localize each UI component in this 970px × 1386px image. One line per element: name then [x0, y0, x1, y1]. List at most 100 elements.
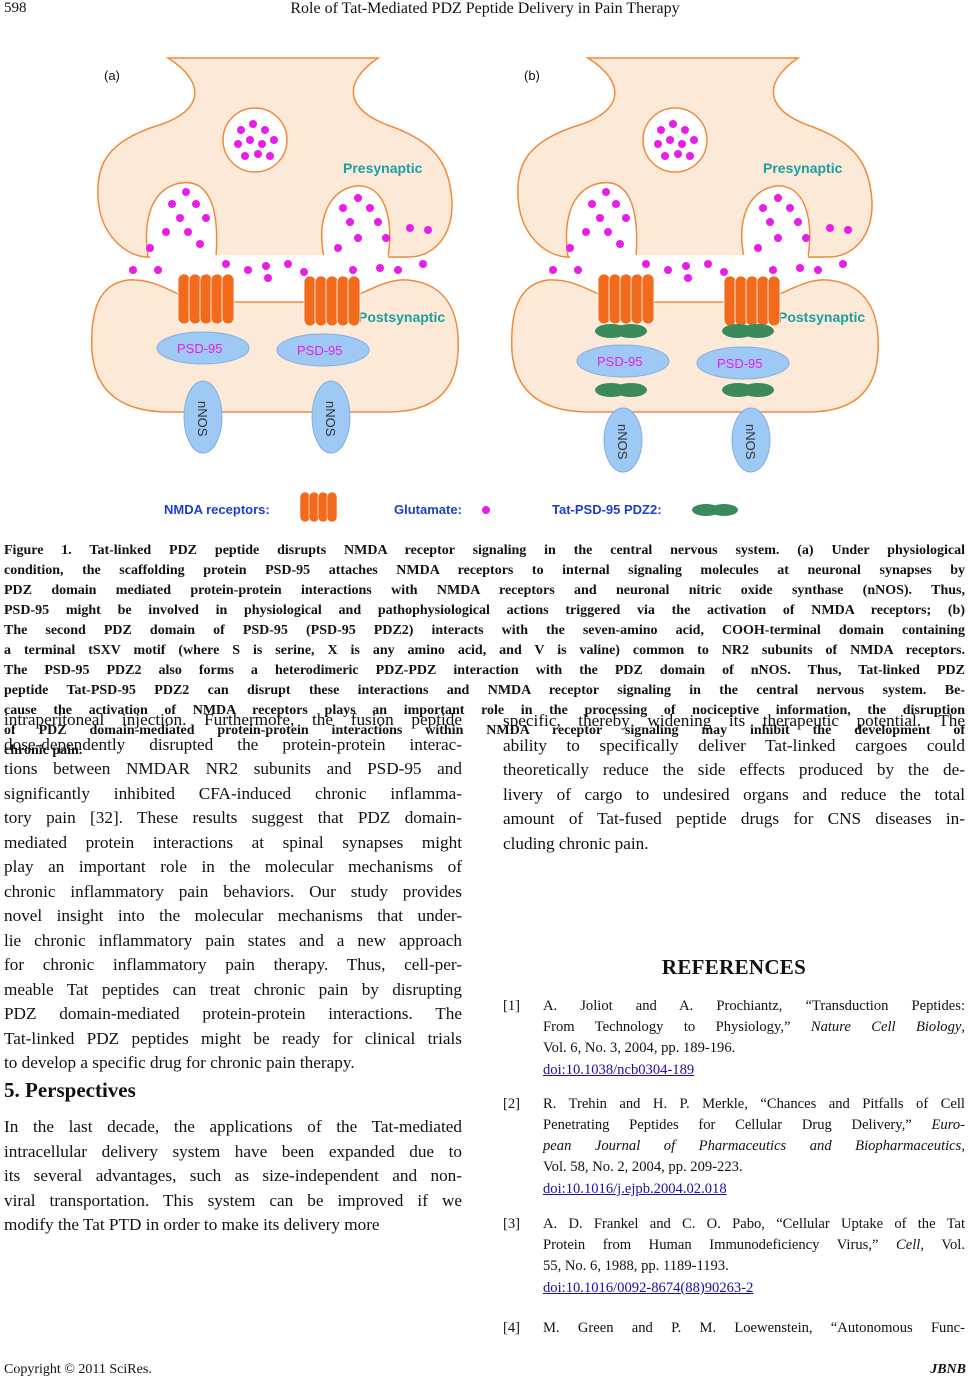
reference-line: A. Joliot and A. Prochiantz, “Transducti…: [543, 998, 965, 1014]
glutamate-dot: [826, 224, 834, 232]
caption-line: a terminal tSXV motif (where S is serine…: [4, 643, 965, 658]
glutamate-dot: [720, 268, 728, 276]
synaptic-bouton: [741, 185, 811, 258]
nmda-receptor: [177, 273, 235, 325]
glutamate-dot: [382, 234, 390, 242]
doi-link[interactable]: doi:10.1016/0092-8674(88)90263-2: [543, 1280, 754, 1296]
glutamate-dot: [769, 266, 777, 274]
glutamate-dot: [146, 244, 154, 252]
reference-body: A. D. Frankel and C. O. Pabo, “Cellular …: [543, 1214, 965, 1299]
running-title: Role of Tat-Mediated PDZ Peptide Deliver…: [290, 0, 680, 17]
glutamate-dot: [678, 140, 686, 148]
glutamate-dot: [682, 262, 690, 270]
reference-line: Penetrating Peptides for Cellular Drug D…: [543, 1117, 965, 1133]
glutamate-dot: [244, 266, 252, 274]
glutamate-dot: [261, 126, 269, 134]
postsynaptic-label: Postsynaptic: [778, 309, 865, 325]
glutamate-dot: [549, 266, 557, 274]
glutamate-dot: [419, 260, 427, 268]
glutamate-dot: [657, 126, 665, 134]
glutamate-dot: [681, 126, 689, 134]
synaptic-bouton: [321, 185, 391, 258]
text-line: for chronic inflammatory pain therapy. T…: [4, 955, 462, 974]
legend-nmda-swatch: [299, 491, 338, 523]
glutamate-dot: [754, 244, 762, 252]
caption-line: of PDZ domain-mediated protein-protein i…: [4, 723, 965, 738]
glutamate-dot: [582, 228, 590, 236]
glutamate-dot: [774, 234, 782, 242]
journal-abbrev: JBNB: [930, 1362, 966, 1377]
glutamate-dot: [258, 140, 266, 148]
reference-body: A. Joliot and A. Prochiantz, “Transducti…: [543, 996, 965, 1081]
glutamate-dot: [766, 218, 774, 226]
glutamate-dot: [154, 266, 162, 274]
text-line: cluding chronic pain.: [503, 833, 649, 853]
caption-line: PDZ domain mediated protein-protein inte…: [4, 583, 965, 598]
psd95-label: PSD-95: [717, 356, 763, 371]
legend-tat-swatch: [692, 504, 738, 516]
glutamate-dot: [664, 266, 672, 274]
glutamate-dot: [814, 266, 822, 274]
reference-item: [4]M. Green and P. M. Loewenstein, “Auto…: [503, 1318, 965, 1339]
section-heading: 5. Perspectives: [4, 1078, 136, 1102]
glutamate-dot: [346, 218, 354, 226]
text-line: to develop a specific drug for chronic p…: [4, 1053, 355, 1072]
caption-line: condition, the scaffolding protein PSD-9…: [4, 563, 965, 578]
glutamate-dot: [222, 260, 230, 268]
glutamate-dot: [802, 234, 810, 242]
text-line: viral transportation. This system can be…: [4, 1190, 462, 1210]
text-line: Tat-linked PDZ peptides might be ready f…: [4, 1028, 462, 1048]
glutamate-dot: [234, 140, 242, 148]
text-line: livery of cargo to undesired organs and …: [503, 784, 965, 804]
tat-psd95-pdz2: [722, 324, 774, 338]
glutamate-dot: [566, 244, 574, 252]
nmda-receptor: [303, 275, 361, 327]
doi-link[interactable]: doi:10.1038/ncb0304-189: [543, 1062, 695, 1078]
caption-line: The PSD-95 PDZ2 also forms a heterodimer…: [4, 663, 965, 678]
glutamate-dot: [176, 214, 184, 222]
references-heading: REFERENCES: [661, 955, 807, 979]
caption-line: PSD-95 might be involved in physiologica…: [4, 603, 965, 618]
glutamate-dot: [654, 140, 662, 148]
reference-item: [3]A. D. Frankel and C. O. Pabo, “Cellul…: [503, 1214, 965, 1299]
glutamate-dot: [196, 240, 204, 248]
psd95-protein: PSD-95: [696, 346, 790, 380]
doi-link[interactable]: doi:10.1016/j.ejpb.2004.02.018: [543, 1181, 727, 1197]
nmda-receptor: [723, 275, 781, 327]
glutamate-dot: [254, 150, 262, 158]
glutamate-dot: [612, 200, 620, 208]
text-line: play an important role in the molecular …: [4, 857, 462, 876]
nnos-label: nNOS: [615, 424, 630, 460]
text-line: chronic inflammatory pain behaviors. Our…: [4, 881, 462, 901]
glutamate-dot: [376, 264, 384, 272]
text-line: In the last decade, the applications of …: [4, 1117, 462, 1136]
glutamate-dot: [684, 274, 692, 282]
legend-glutamate-label: Glutamate:: [394, 502, 462, 517]
glutamate-dot: [192, 200, 200, 208]
glutamate-dot: [794, 218, 802, 226]
glutamate-dot: [184, 228, 192, 236]
caption-line: Figure 1. Tat-linked PDZ peptide disrupt…: [4, 543, 965, 558]
glutamate-dot: [844, 226, 852, 234]
legend-tat-label: Tat-PSD-95 PDZ2:: [552, 502, 662, 517]
legend-glutamate-swatch: [482, 506, 490, 514]
psd95-protein: PSD-95: [156, 331, 250, 365]
presynaptic-label: Presynaptic: [343, 160, 423, 176]
glutamate-dot: [270, 136, 278, 144]
glutamate-dot: [674, 150, 682, 158]
legend-nmda-label: NMDA receptors:: [164, 502, 270, 517]
tat-psd95-pdz2: [722, 383, 774, 397]
psd95-label: PSD-95: [177, 341, 223, 356]
glutamate-dot: [266, 152, 274, 160]
glutamate-dot: [406, 224, 414, 232]
text-line: significantly inhibited CFA-induced chro…: [4, 783, 462, 803]
glutamate-dot: [616, 240, 624, 248]
reference-line: Vol. 6, No. 3, 2004, pp. 189-196.: [543, 1040, 736, 1056]
caption-line: chronic pain.: [4, 743, 83, 758]
reference-line: A. D. Frankel and C. O. Pabo, “Cellular …: [543, 1216, 965, 1232]
nnos-label: nNOS: [195, 401, 210, 437]
tat-psd95-pdz2: [595, 324, 647, 338]
glutamate-dot: [666, 136, 674, 144]
